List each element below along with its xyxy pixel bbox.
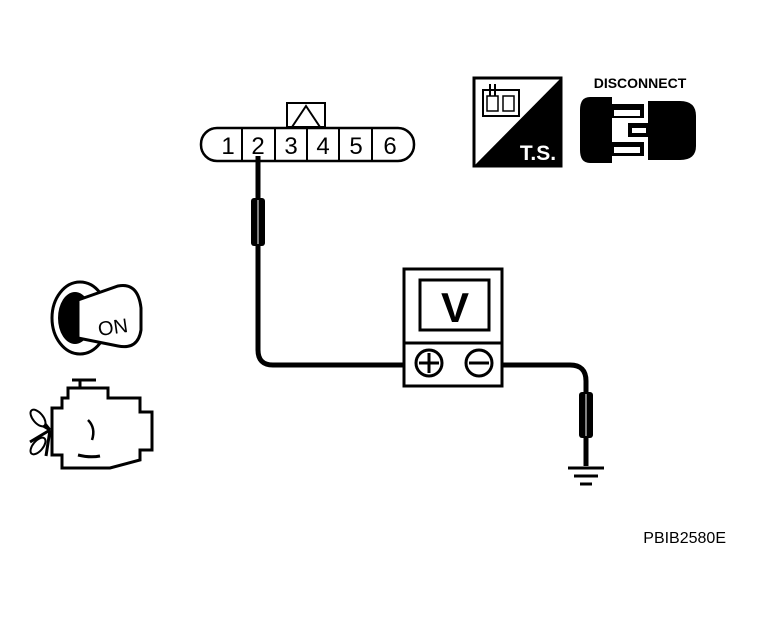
ts-icon: T.S.: [472, 76, 563, 168]
connector-icon: [482, 84, 520, 117]
engine-icon: [29, 378, 154, 470]
probe-wire-ground: [501, 362, 593, 466]
connector-pin-label: 3: [284, 133, 297, 160]
ground-icon: [568, 466, 604, 486]
disconnect-label: DISCONNECT: [594, 75, 687, 91]
connector-pin-label: 5: [349, 133, 362, 160]
connector-pin-label: 2: [251, 133, 264, 160]
connector-pin-label: 1: [221, 133, 234, 160]
connector-pin-label: 4: [316, 133, 329, 160]
ignition-key-icon: ON: [50, 280, 143, 356]
figure-code: PBIB2580E: [643, 530, 726, 547]
connector-pin-label: 6: [383, 133, 396, 160]
disconnect-icon: DISCONNECT: [580, 75, 696, 163]
voltmeter-display: V: [441, 284, 469, 331]
ignition-on-label: ON: [97, 315, 130, 341]
ts-label: T.S.: [520, 142, 556, 165]
voltmeter: V: [402, 267, 504, 388]
harness-connector: 1 2 3 4 5 6: [199, 102, 416, 163]
probe-wire-positive: [251, 156, 410, 368]
